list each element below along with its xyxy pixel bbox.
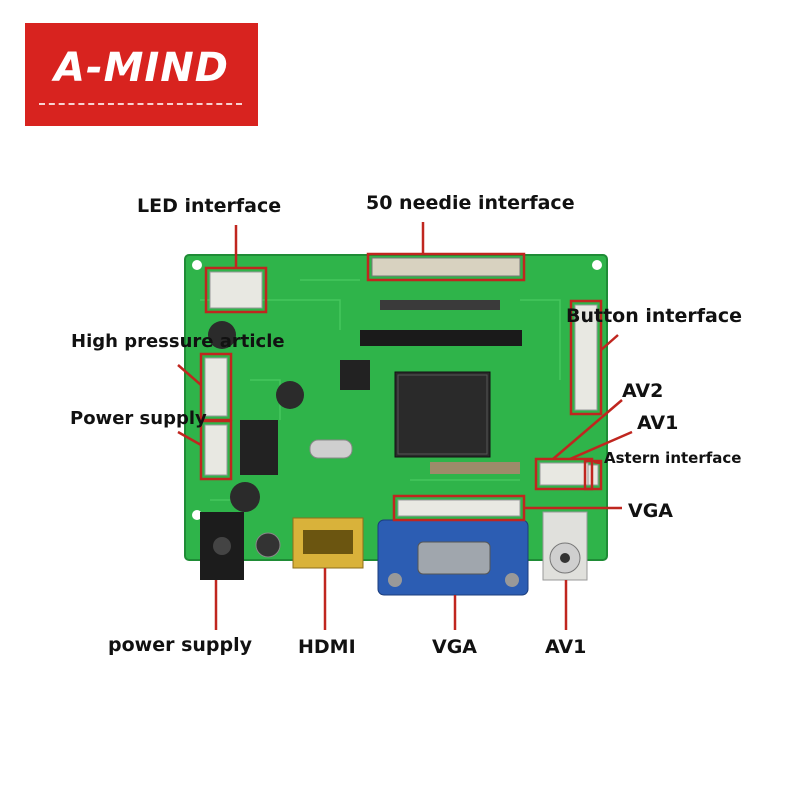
label-hdmi: HDMI: [298, 636, 356, 658]
label-power-supply-top: Power supply: [70, 408, 207, 429]
pin-header: [360, 330, 522, 346]
leader-av2: [552, 399, 623, 460]
label-av1-top: AV1: [637, 412, 679, 434]
av-connector: [539, 462, 589, 486]
inductor-2: [276, 381, 304, 409]
label-button-interface: Button interface: [566, 305, 742, 327]
hl-astern: [583, 459, 603, 491]
mount-hole-bl: [192, 510, 202, 520]
leader-button: [600, 334, 619, 351]
button-connector: [574, 304, 598, 411]
label-power-supply-bottom: power supply: [108, 634, 253, 656]
label-vga-side: VGA: [628, 500, 674, 522]
pin-header-2: [380, 300, 500, 310]
main-chip: [394, 371, 491, 458]
pcb-traces: [200, 279, 561, 501]
label-vga-bottom: VGA: [432, 636, 478, 658]
fpc-connector: [371, 257, 521, 277]
brand-logo-text: A-MIND: [54, 45, 229, 91]
mount-hole-tr: [592, 260, 602, 270]
vga-header: [397, 499, 521, 517]
led-connector: [209, 271, 263, 309]
small-chip: [340, 360, 370, 390]
hl-av: [534, 457, 594, 491]
logo-underline: [39, 103, 242, 105]
label-led-interface: LED interface: [137, 195, 282, 217]
label-av2: AV2: [622, 380, 664, 402]
inductor-1: [208, 321, 236, 349]
label-av1-bottom: AV1: [545, 636, 587, 658]
inductor-3: [230, 482, 260, 512]
leader-av1-top: [569, 430, 633, 461]
hl-button: [569, 299, 603, 416]
hl-power: [199, 419, 233, 481]
label-high-pressure-article: High pressure article: [71, 331, 285, 352]
power-connector: [204, 424, 228, 476]
crystal: [309, 439, 353, 459]
leader-power-top: [177, 430, 202, 447]
high-pressure-connector: [204, 357, 228, 417]
resistor-array: [430, 462, 520, 474]
capacitor: [255, 532, 281, 558]
leader-astern: [593, 460, 601, 465]
label-50-needle-interface: 50 needie interface: [366, 192, 575, 214]
mount-hole-tl: [192, 260, 202, 270]
brand-logo: A-MIND: [25, 23, 258, 126]
label-astern-interface: Astern interface: [604, 449, 742, 467]
regulator-chip: [240, 420, 278, 475]
leader-high-pressure: [177, 364, 202, 386]
hl-fpc: [366, 252, 526, 282]
